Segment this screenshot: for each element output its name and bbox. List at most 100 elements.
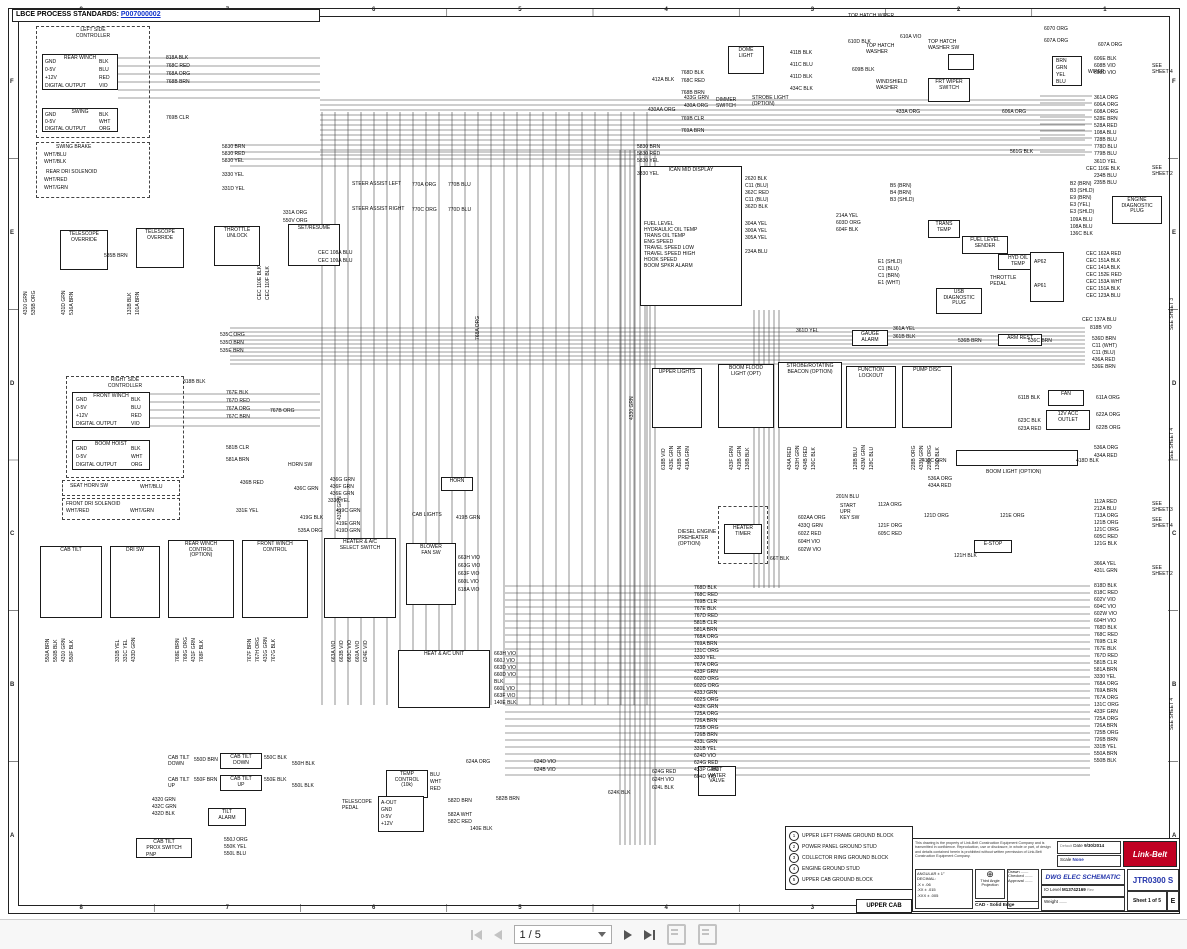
trans-temp: TRANS TEMP (928, 220, 960, 238)
io-label: IO Level (1044, 887, 1061, 892)
wire-label: WHT/BLU (140, 484, 163, 490)
wire-label: 131C ORG (694, 648, 719, 654)
wire-label: 433G GRN (684, 95, 709, 101)
wire-label: 818A BLK (166, 55, 189, 61)
first-page-button[interactable] (470, 929, 482, 940)
wire-label: BLK (131, 446, 141, 452)
last-page-button[interactable] (643, 929, 655, 940)
wire-label: 535B ORG (31, 290, 37, 315)
telescope-pedal-connector (378, 796, 424, 832)
wire-label: START UPR KEY SW (840, 503, 860, 521)
wire-label: 331E YEL (236, 508, 259, 514)
wire-label: 550A BRN (1094, 751, 1118, 757)
wire-label: 606A ORG (1002, 109, 1027, 115)
dri-sw: DRI SW (110, 546, 160, 618)
grid-column-label: 2 (956, 7, 961, 13)
wire-label: 767A ORG (226, 406, 251, 412)
io-level: IO Level M13742169 Rev (1041, 885, 1125, 897)
drawing-number: JTR0300 S (1127, 869, 1179, 891)
wire-label: CAB TILT DOWN (168, 755, 190, 767)
wire-label: 770B BLU (448, 182, 471, 188)
front-dri-solenoid-group (62, 498, 180, 520)
wire-label: 418D BLK (1076, 458, 1099, 464)
telescope-override-2: TELESCOPE OVERRIDE (136, 228, 184, 268)
wire-label: 121D ORG (924, 513, 949, 519)
wire-label: SEE SHEET 4 (1152, 517, 1173, 529)
swing-brake-group (36, 142, 150, 198)
wire-label: 431G GRN (263, 637, 269, 662)
wire-label: 550D BRN (194, 757, 218, 763)
wire-label: WINDSHIELD WASHER (876, 79, 908, 91)
wire-label: 767A ORG (694, 662, 719, 668)
wire-label: 767F BRN (247, 638, 253, 662)
wire-label: 606E BLK (1094, 56, 1117, 62)
next-page-button[interactable] (623, 929, 632, 940)
strobe-beacon: STROBE/ROTATING BEACON (OPTION) (778, 362, 842, 428)
wire-label: 234B BLU (1094, 173, 1117, 179)
wire-label: 433K GRN (694, 704, 719, 710)
weight: Weight —— (1041, 897, 1125, 911)
wire-label: 768B BRN (681, 90, 705, 96)
wire-label: 214A YEL (836, 213, 859, 219)
wire-label: PNP (146, 852, 157, 858)
wire-label: 412A BLK (652, 77, 675, 83)
wire-label: 608D VIO (1094, 70, 1116, 76)
wire-label: 121F ORG (878, 523, 903, 529)
wire-label: 234A BLU (745, 249, 768, 255)
wire-label: 361B BLK (893, 334, 916, 340)
wire-label: C11 (BLU) (1092, 350, 1116, 356)
date-value: 9/30/2014 (1084, 843, 1105, 848)
wire-label: GND (45, 59, 57, 65)
wire-label: 433L GRN (694, 739, 718, 745)
wire-label: 768C RED (694, 592, 718, 598)
wire-label: TRANS OIL TEMP (644, 233, 686, 239)
wire-label: 622A ORG (1096, 412, 1121, 418)
wire-label: TELESCOPE PEDAL (342, 799, 373, 811)
wire-label: CEC 109A BLU (318, 258, 353, 264)
wire-label: 4320 GRN (152, 797, 176, 803)
wire-label: CEC 116E BLK (1086, 166, 1121, 172)
wire-label: 603D ORG (836, 220, 861, 226)
wire-label: 725B ORG (1094, 730, 1119, 736)
wire-label: 528A RED (1094, 123, 1118, 129)
wire-label: WHT/BLU (44, 152, 67, 158)
third-angle-projection: ⊕ Third Angle Projection (975, 869, 1005, 899)
wire-label: 550K YEL (224, 844, 247, 850)
wire-label: 550B BLK (1094, 758, 1117, 764)
grid-column-label: 3 (810, 905, 815, 911)
process-standards-link[interactable]: P007000002 (120, 11, 161, 18)
wire-label: 535D BRN (220, 340, 244, 346)
wire-label: 411C BLU (790, 62, 813, 68)
wire-label: TRAVEL SPEED LOW (644, 245, 695, 251)
wire-label: WHT/GRN (44, 185, 68, 191)
wire-label: 433D GRN (131, 637, 137, 662)
rear-winch: REAR WINCH (42, 54, 118, 90)
wire-label: 432C GRN (152, 804, 177, 810)
wire-label: 581B CLR (694, 620, 718, 626)
export-all-icon[interactable] (697, 924, 717, 945)
wire-label: 433H GRN (795, 445, 801, 470)
legend-text: ENGINE GROUND STUD (802, 865, 860, 872)
process-standards-label: LBCE PROCESS STANDARDS: (16, 11, 119, 18)
process-standards: LBCE PROCESS STANDARDS: P007000002 (12, 9, 320, 22)
prev-page-button[interactable] (493, 929, 502, 940)
wire-label: SEE SHEET 3 (1152, 501, 1173, 513)
wire-label: 121H BLK (954, 553, 977, 559)
wire-label: 0-5V (76, 454, 87, 460)
grid-row-label: E (1172, 230, 1177, 236)
wire-label: 767G BLK (271, 638, 277, 662)
fan: FAN (1048, 390, 1084, 406)
grid-row-label: A (10, 832, 15, 839)
tol-x: .X ± .06 (917, 881, 931, 887)
export-page-icon[interactable] (666, 924, 686, 945)
wire-label: E1 (SHLD) (878, 259, 903, 265)
wire-label: E9 (BRN) (1070, 195, 1092, 201)
page-number-input[interactable]: 1 / 5 (513, 925, 612, 944)
wire-label: 436E GRN (330, 491, 355, 497)
wire-label: 436F GRN (330, 484, 354, 490)
wire-label: 624E VIO (363, 640, 369, 662)
weight-label: Weight (1044, 899, 1058, 904)
wire-label: 582C RED (448, 819, 472, 825)
wire-label: VIO (99, 83, 108, 89)
